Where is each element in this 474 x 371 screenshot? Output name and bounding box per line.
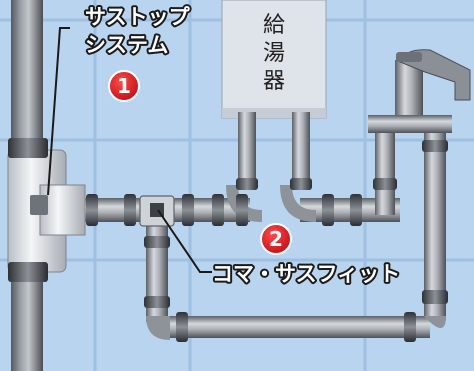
- lower-elbow-right: [424, 316, 446, 328]
- pipe-coupler: [422, 140, 448, 152]
- pipe-coupler: [404, 312, 416, 342]
- water-heater-char-3: 器: [263, 69, 285, 94]
- leader-line-koma: [157, 209, 212, 273]
- pipe-coupler: [236, 194, 248, 226]
- sastop-label-line2: システム: [85, 33, 168, 57]
- water-heater-char-1: 給: [263, 13, 285, 38]
- pipe-coupler: [422, 290, 448, 304]
- badge-1-number: 1: [117, 74, 131, 98]
- koma-sasfit-fitting: [139, 195, 175, 227]
- pipe-coupler: [8, 138, 48, 158]
- leader-line-sastop: [47, 27, 70, 196]
- badge-2: 2: [260, 223, 292, 255]
- elbow-left: [226, 185, 262, 222]
- water-heater-char-2: 湯: [263, 41, 285, 66]
- pipe-coupler: [124, 194, 136, 226]
- pipe-coupler: [373, 178, 397, 190]
- pipe-coupler: [290, 178, 312, 190]
- heater-pipe-left: [238, 112, 256, 190]
- badge-2-number: 2: [269, 227, 283, 251]
- pipe-coupler: [236, 178, 258, 190]
- pipe-coupler: [144, 236, 170, 248]
- pipe-coupler: [144, 296, 170, 308]
- badge-1: 1: [108, 70, 140, 102]
- heater-pipe-right: [292, 112, 310, 190]
- lower-return-pipe: [160, 316, 430, 338]
- lower-elbow-left: [146, 316, 170, 340]
- pipe-coupler: [176, 312, 188, 342]
- pipe-coupler: [8, 262, 48, 282]
- pipe-coupler: [212, 194, 224, 226]
- pipe-coupler: [322, 194, 334, 226]
- pipe-coupler: [350, 194, 362, 226]
- elbow-mid: [280, 185, 316, 222]
- pipe-coupler: [86, 194, 98, 226]
- pipe-coupler: [182, 194, 194, 226]
- pipe-couplers: [8, 138, 448, 342]
- koma-sasfit-label: コマ・サスフィット: [212, 262, 400, 286]
- faucet-header: [368, 115, 452, 133]
- sastop-label-line1: サストップ: [85, 5, 191, 29]
- water-heater: 給 湯 器: [221, 0, 327, 119]
- faucet: [395, 49, 471, 120]
- right-riser-outer: [424, 115, 446, 320]
